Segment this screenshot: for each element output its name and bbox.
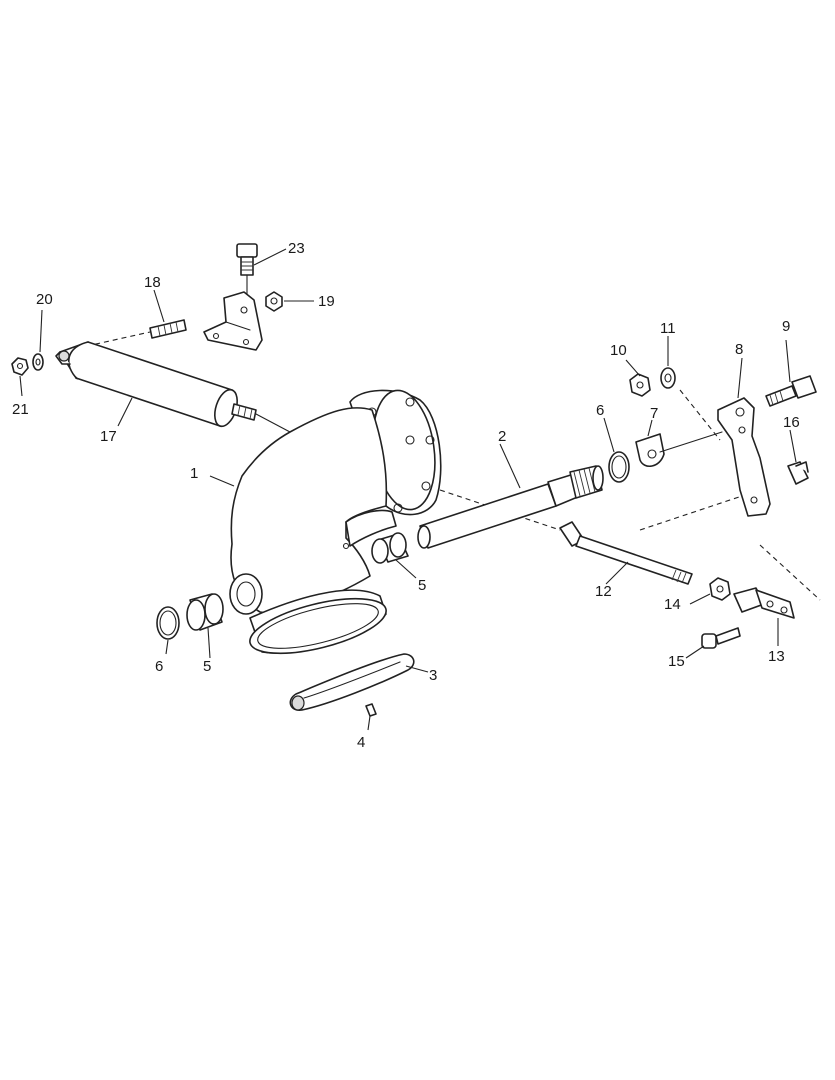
part-13-clevis [733,587,795,619]
callout-17: 17 [100,428,117,445]
part-16-clip [787,461,809,485]
callout-14: 14 [664,596,681,613]
callout-11: 11 [660,320,676,337]
callout-8: 8 [735,341,743,358]
part-6-ring-left [156,606,180,640]
callout-21: 21 [12,401,29,418]
mounting-bracket [203,291,263,351]
part-11-washer [660,367,676,389]
part-21-nut [11,357,29,376]
part-8-lever-plate [659,397,771,517]
callout-15: 15 [668,653,685,670]
part-15-clevis-pin [701,627,741,649]
assembly-line-bracket [679,389,721,441]
callout-1: 1 [190,465,198,482]
callout-5-left: 5 [203,658,211,675]
part-7-clip [635,433,665,467]
part-12-rod [559,521,693,585]
part-19-nut [265,291,283,312]
callout-13: 13 [768,648,785,665]
part-2-shaft [417,465,604,549]
callout-19: 19 [318,293,335,310]
part-10-nut [629,373,651,397]
callout-20: 20 [36,291,53,308]
callout-16: 16 [783,414,800,431]
part-20-washer [32,353,44,371]
part-9-bolt [765,375,817,407]
part-17-cylinder [55,341,291,433]
part-5-bushing-left [186,593,224,631]
callout-10: 10 [610,342,627,359]
assembly-line-cylinder [59,331,151,353]
assembly-line-rod [639,489,821,601]
callout-labels: 1 2 3 4 5 5 6 6 7 8 9 10 11 12 13 14 15 … [12,240,800,751]
callout-2: 2 [498,428,506,445]
part-18-stud [149,319,187,339]
part-1-housing [229,389,442,655]
part-6-ring-right [608,451,630,483]
part-5-bushing-right [371,532,409,564]
part-3-lever [289,653,415,711]
callout-6-left: 6 [155,658,163,675]
callout-12: 12 [595,583,612,600]
callout-23: 23 [288,240,305,257]
callout-18: 18 [144,274,161,291]
callout-6-right: 6 [596,402,604,419]
callout-3: 3 [429,667,437,684]
leader-lines [19,248,797,731]
callout-4: 4 [357,734,365,751]
part-4-pin [365,703,377,717]
callout-7: 7 [650,405,658,422]
part-14-nut [709,577,731,601]
callout-5-right: 5 [418,577,426,594]
callout-9: 9 [782,318,790,335]
